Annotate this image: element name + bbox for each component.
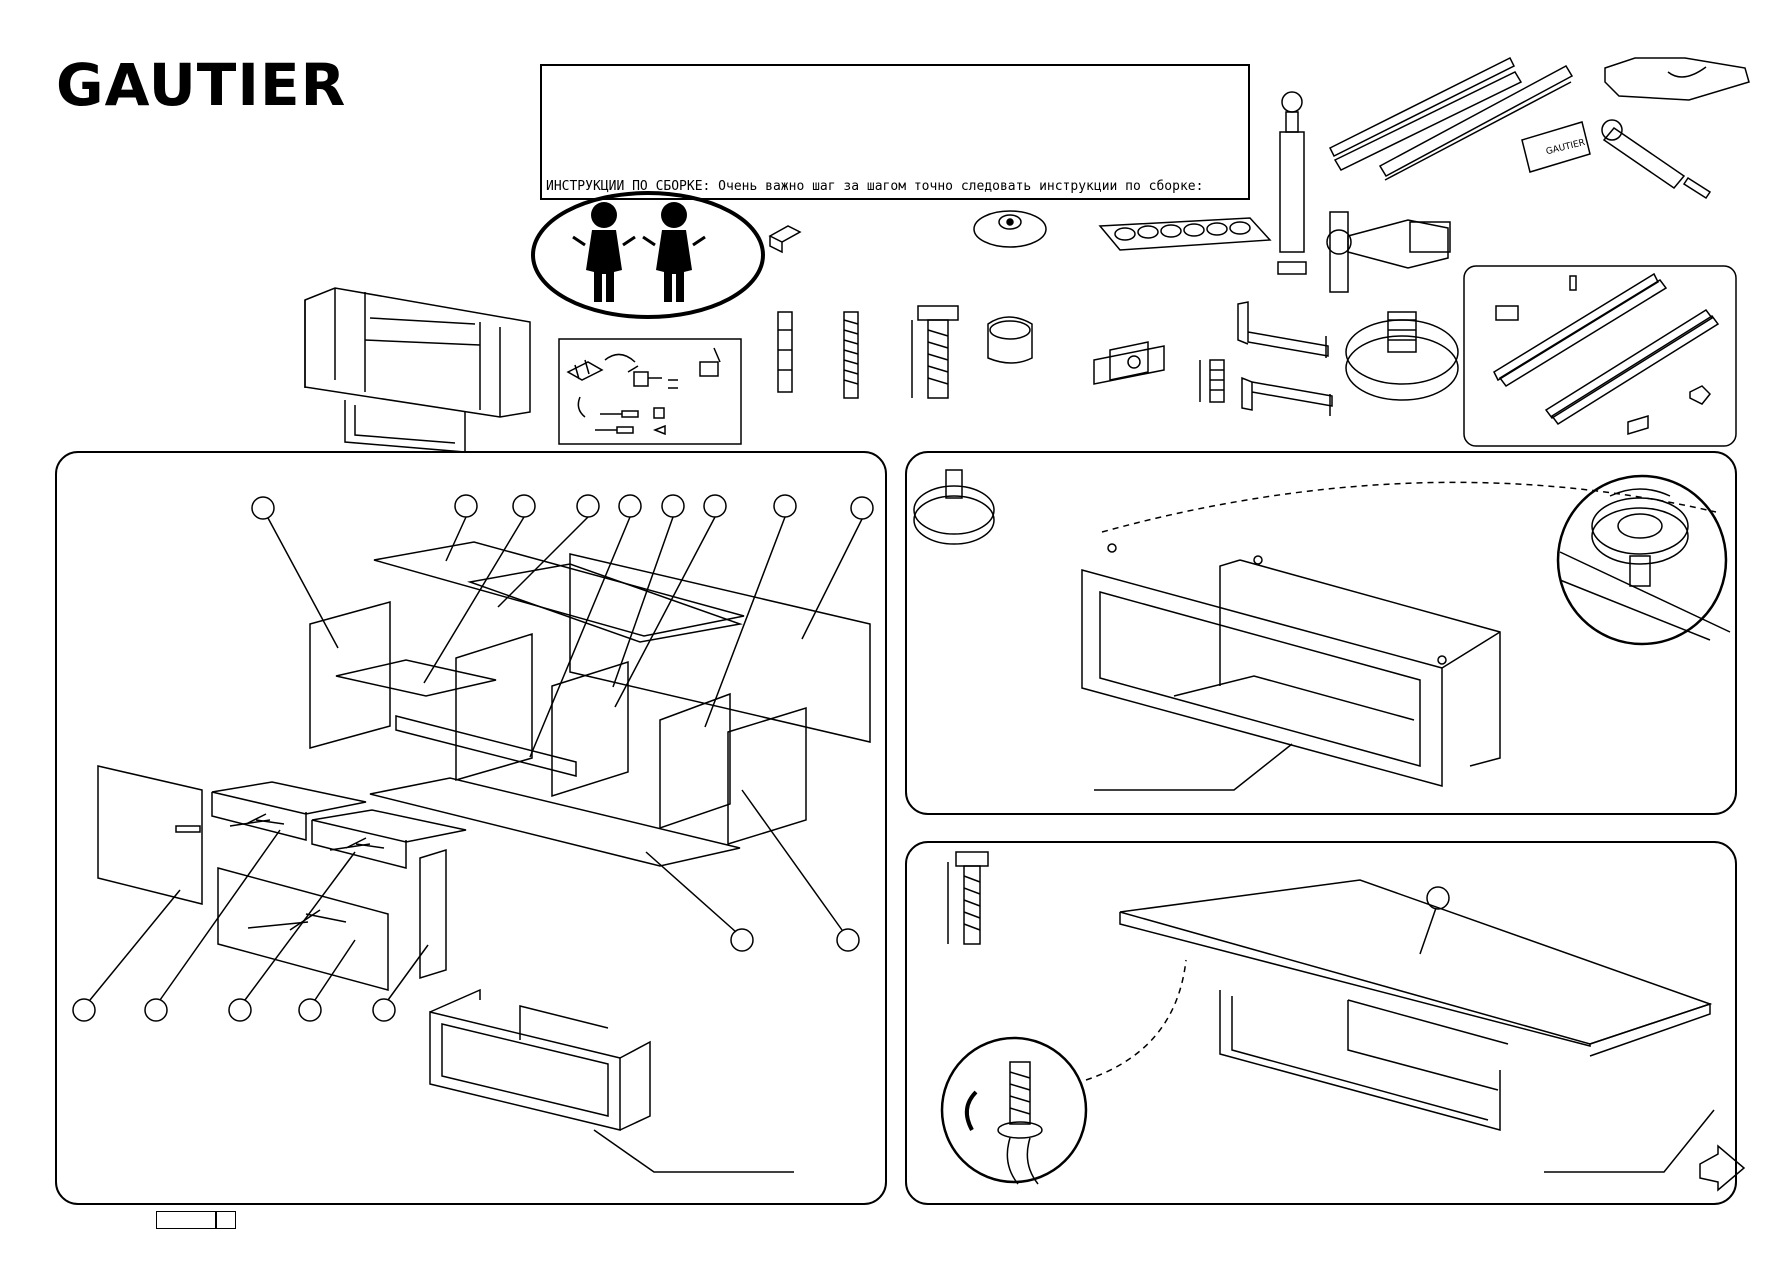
callout-leaders-bottom — [89, 789, 843, 1001]
frame-leader-line-3 — [1544, 1109, 1715, 1173]
dowel-icon — [777, 311, 793, 393]
exploded-panels — [97, 541, 871, 1131]
hinge-icon — [1326, 211, 1451, 293]
screwdriver-icon — [600, 410, 639, 418]
tools-icon — [566, 347, 721, 436]
slide-brand-label: GAUTIER — [1545, 138, 1586, 157]
screw-zoom-circle — [940, 1036, 1088, 1185]
tools-box — [558, 338, 742, 445]
shelf-support-icon — [1093, 341, 1165, 385]
drawer-slide-icon — [1328, 56, 1574, 181]
two-person-icon — [531, 191, 765, 319]
rotate-arrow-icon — [964, 1090, 978, 1131]
bolt-icon — [911, 305, 959, 399]
screw-icon — [843, 311, 859, 399]
cam-fitting-icon — [987, 316, 1033, 364]
step-foot-panel — [905, 451, 1737, 815]
step-bottom-panel — [905, 841, 1737, 1205]
next-arrow-icon — [1699, 1144, 1746, 1192]
slide-kit-box — [1463, 265, 1737, 447]
cam-lock-icon — [768, 225, 802, 254]
hammer-icon — [633, 371, 649, 387]
exploded-view-panel — [55, 451, 887, 1205]
frame-leader-line — [593, 1129, 794, 1173]
metal-frame — [1081, 543, 1501, 787]
connector-plate-icon — [973, 210, 1047, 248]
screw-dashed-arc — [1085, 959, 1187, 1081]
detail-dashed-arc — [1101, 481, 1717, 533]
foot-zoom-circle — [1556, 474, 1731, 646]
allen-key-icon — [1237, 301, 1333, 416]
cabinet-overview — [304, 287, 531, 453]
soft-close-damper-icon — [1601, 119, 1712, 200]
bottom-board — [1119, 879, 1713, 1057]
bottom-panel-callout — [1426, 886, 1450, 910]
small-screws-icon — [1199, 359, 1225, 403]
page-number-box — [156, 1211, 236, 1229]
rotate-arrow-icon — [1609, 488, 1671, 497]
brand-logo: GAUTIER — [56, 51, 347, 119]
frame-under-board — [1219, 990, 1509, 1131]
foot-detail-icon — [913, 469, 995, 545]
glide-foot-icon — [1345, 311, 1459, 401]
adhesive-pads-icon — [1098, 217, 1272, 251]
gas-piston-icon — [1277, 91, 1307, 275]
callout-circles-bottom — [72, 928, 860, 1022]
bolt-detail-icon — [947, 851, 989, 945]
callout-leaders-top — [267, 516, 863, 758]
callout-circles-top — [251, 494, 874, 520]
slide-kit-parts — [1493, 272, 1720, 436]
handle-clip-icon — [1604, 57, 1750, 101]
bottom-panel-leader — [1419, 907, 1437, 955]
instructions-text: ИНСТРУКЦИИ ПО СБОРКЕ: Очень важно шаг за… — [546, 179, 1204, 194]
frame-leader-line-2 — [1094, 743, 1293, 791]
brand-label-plate — [1521, 121, 1591, 173]
instructions-box: ИНСТРУКЦИИ ПО СБОРКЕ: Очень важно шаг за… — [540, 64, 1250, 200]
